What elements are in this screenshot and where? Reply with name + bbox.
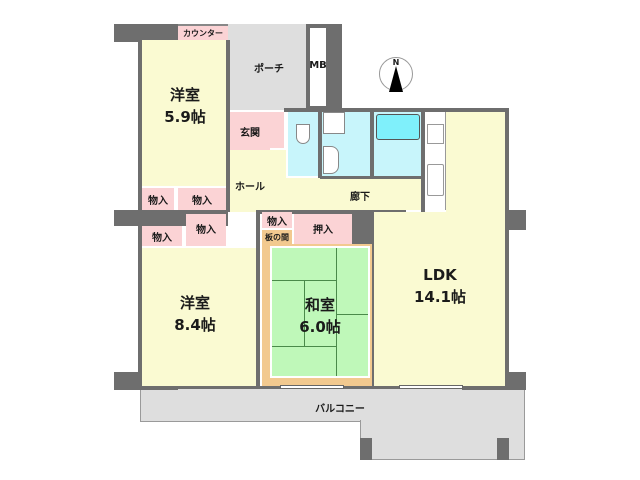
stove-icon [427, 124, 444, 144]
mb-box [306, 24, 330, 110]
mb-label: MB [309, 60, 327, 71]
storage-3 [142, 226, 182, 246]
storage-2-label: 物入 [192, 196, 212, 207]
counter-label: カウンター [183, 29, 223, 38]
ldk-upper [446, 112, 505, 212]
tatami-line-5 [336, 314, 368, 315]
bathtub-icon [376, 114, 420, 140]
wall-hall-bottom [256, 210, 406, 214]
compass-needle-icon [389, 66, 403, 92]
hall [230, 150, 286, 212]
japanese-room [272, 248, 368, 376]
porch-wall-right [330, 24, 342, 114]
hall-label: ホール [235, 182, 265, 193]
entrance-label: 玄関 [240, 128, 260, 139]
balcony-pillar-left [360, 438, 372, 460]
balcony [140, 388, 525, 422]
wall-left-upper [138, 40, 142, 210]
wall-bath-left [370, 110, 374, 178]
ldk-size: 14.1帖 [413, 288, 466, 306]
wall-bath-bottom [320, 176, 424, 179]
balcony-pillar-right [497, 438, 509, 460]
tatami-line-3 [336, 248, 337, 376]
western-room-2-size: 8.4帖 [174, 316, 216, 334]
ldk-name: LDK [423, 266, 457, 284]
wood-floor-label: 板の間 [265, 233, 289, 242]
wall-top-left [114, 24, 178, 42]
tatami-line-2 [304, 280, 305, 346]
storage-1 [142, 188, 174, 210]
closet [294, 214, 352, 244]
sink-icon [427, 164, 444, 196]
japanese-room-size: 6.0帖 [299, 318, 341, 336]
porch-label: ポーチ [254, 64, 284, 75]
closet-label: 押入 [313, 225, 333, 236]
toilet-icon [296, 124, 310, 144]
entrance [230, 112, 270, 150]
storage-2 [178, 188, 226, 210]
storage-5 [262, 212, 292, 228]
western-room-1-name: 洋室 [169, 86, 200, 104]
wall-ldk-left [371, 240, 374, 388]
western-room-1-size: 5.9帖 [164, 108, 206, 126]
wall-top-right [284, 108, 509, 112]
storage-5-label: 物入 [267, 217, 287, 228]
window-japanese [280, 385, 344, 389]
storage-1-label: 物入 [148, 196, 168, 207]
japanese-room-name: 和室 [304, 296, 335, 314]
wall-right [505, 108, 509, 374]
counter [178, 24, 228, 40]
porch [228, 24, 306, 110]
ldk [374, 212, 505, 386]
washing-machine-icon [323, 112, 345, 134]
wall-room1-right [226, 40, 230, 212]
wood-floor [262, 230, 292, 244]
wall-left-lower [138, 224, 142, 374]
toilet [288, 112, 318, 176]
window-ldk [399, 385, 463, 389]
western-room-2-name: 洋室 [179, 294, 210, 312]
western-room-2 [142, 248, 258, 386]
storage-4-label: 物入 [196, 225, 216, 236]
corridor [286, 178, 421, 210]
balcony-label: バルコニー [315, 404, 365, 415]
storage-3-label: 物入 [152, 233, 172, 244]
entrance-step [270, 112, 284, 148]
storage-4 [186, 214, 226, 246]
washbasin-icon [323, 146, 339, 174]
wall-toilet-right [318, 110, 322, 178]
compass-north-label: N [392, 58, 400, 67]
western-room-1 [142, 40, 228, 186]
corridor-label: 廊下 [350, 192, 370, 203]
tatami-line-4 [272, 346, 336, 347]
wall-kitchen-left [421, 110, 425, 214]
wall-room2-right [256, 212, 260, 388]
wall-closet-right [352, 212, 374, 246]
